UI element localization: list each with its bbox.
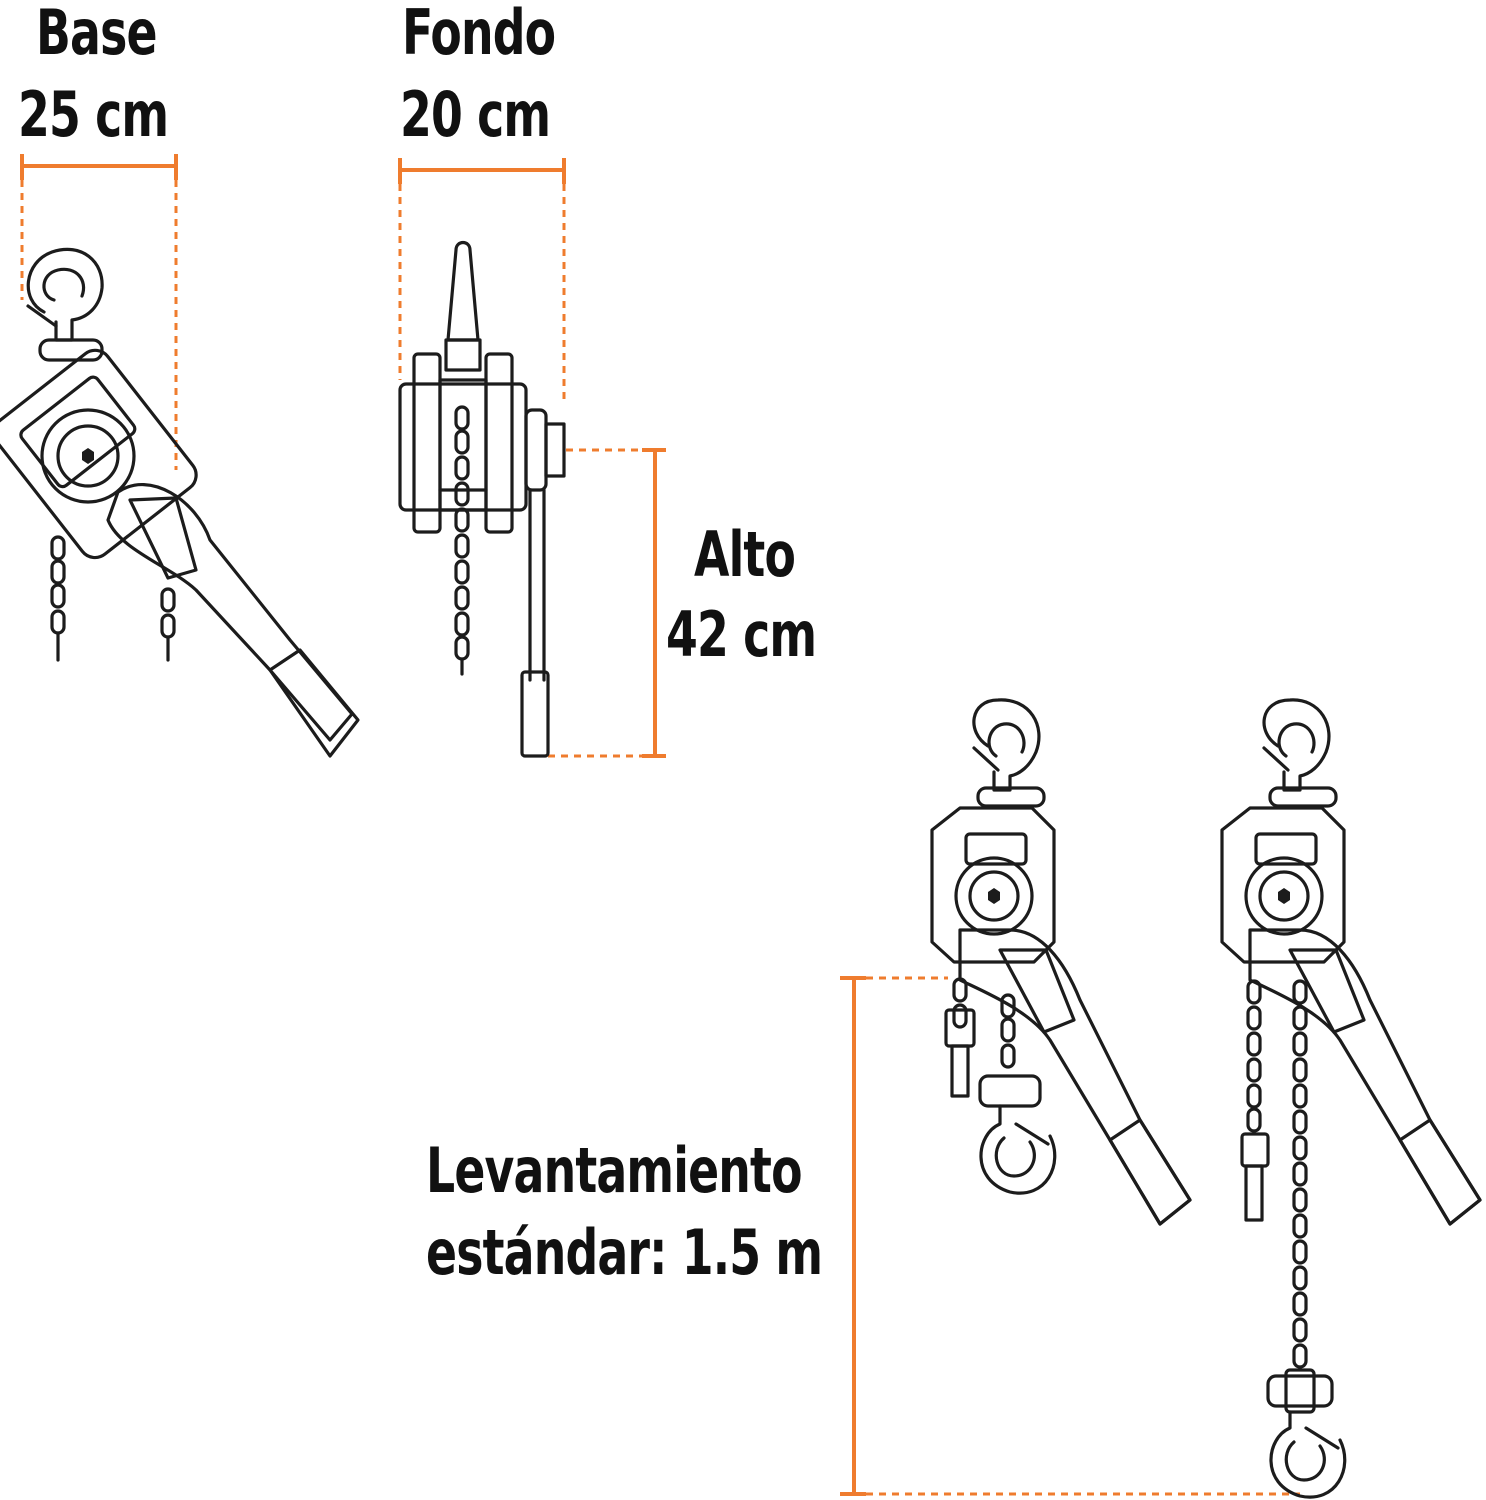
base-dimension-marker [20, 154, 178, 470]
front-view-chain [454, 405, 470, 676]
lift-dimension-marker [840, 976, 1300, 1496]
side-view-chain-left [50, 535, 66, 662]
lift-label-line2: estándar: 1.5 m [426, 1216, 823, 1289]
height-dimension-marker [548, 448, 666, 758]
hoist-front-view [398, 240, 566, 758]
side-view-chain-right [160, 587, 176, 662]
base-value: 25 cm [18, 78, 169, 151]
depth-value: 20 cm [400, 78, 551, 151]
hoist-side-view [0, 247, 360, 758]
hoist-retracted [930, 698, 1192, 1226]
depth-dimension-marker [398, 158, 566, 400]
retracted-chain-left [944, 977, 976, 1098]
height-value: 42 cm [666, 598, 817, 671]
depth-label: Fondo [402, 0, 556, 69]
lift-label-line1: Levantamiento [426, 1134, 803, 1207]
base-label: Base [36, 0, 158, 69]
hoist-extended [1220, 698, 1482, 1499]
extended-chain-right [1292, 979, 1308, 1369]
height-label: Alto [694, 518, 796, 591]
extended-chain-left [1240, 979, 1270, 1222]
